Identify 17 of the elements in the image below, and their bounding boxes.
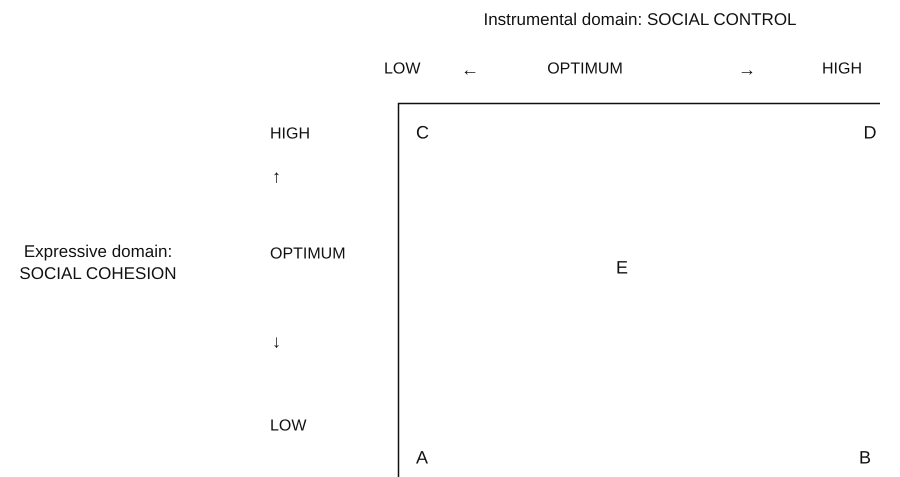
- axis-label: OPTIMUM: [270, 244, 346, 265]
- axis-label: HIGH: [822, 60, 862, 80]
- direction-arrow: →: [738, 58, 756, 82]
- direction-arrow: ←: [461, 58, 479, 82]
- direction-arrow: ↑: [272, 165, 281, 188]
- corner-letter: A: [416, 446, 428, 470]
- corner-letter: D: [864, 121, 876, 144]
- axis-label: OPTIMUM: [547, 60, 623, 80]
- axis-label: HIGH: [270, 124, 310, 145]
- corner-letter: B: [859, 446, 871, 470]
- axis-title: Expressive domain: SOCIAL COHESION: [18, 240, 178, 285]
- axis-label: LOW: [270, 416, 306, 437]
- axis-title: Instrumental domain: SOCIAL CONTROL: [483, 8, 797, 31]
- axis-label: LOW: [384, 60, 420, 80]
- centre-letter: E: [616, 256, 628, 280]
- direction-arrow: ↓: [272, 330, 281, 354]
- corner-letter: C: [416, 121, 429, 144]
